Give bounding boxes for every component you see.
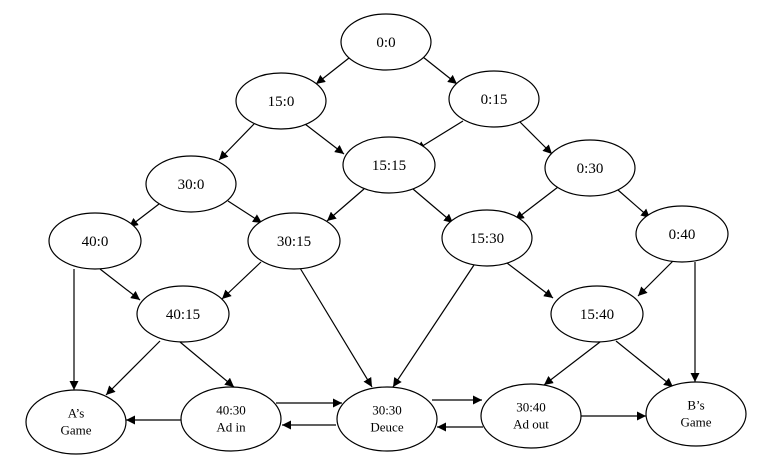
node-ellipse [441, 209, 533, 267]
edge-s1515-to-s3015 [326, 188, 365, 222]
edge-s300-to-s3015 [227, 200, 263, 224]
node-s1540: 15:40 [550, 285, 644, 343]
node-adout: 30:40 Ad out [480, 383, 582, 449]
node-label: 15:30 [470, 231, 504, 247]
node-s030: 0:30 [544, 139, 636, 197]
node-s1515: 15:15 [342, 136, 436, 194]
node-ellipse [480, 383, 582, 449]
node-label: 15:15 [372, 158, 406, 174]
edge-s4015-to-adin [179, 341, 235, 388]
node-label: 0:0 [376, 35, 395, 51]
node-s3015: 30:15 [247, 212, 341, 270]
edge-s3015-to-s4015 [221, 261, 262, 300]
node-ellipse [340, 13, 432, 71]
node-label: 30:0 [178, 177, 205, 193]
node-label: 30:40 [516, 400, 546, 415]
edge-s1540-to-adout [543, 341, 601, 386]
node-label: 30:30 [372, 403, 402, 418]
node-ellipse [550, 285, 644, 343]
node-label: Deuce [370, 420, 403, 435]
node-label: Ad in [216, 420, 246, 435]
node-label: A’s [68, 406, 85, 421]
nodes: 0:0 15:0 0:15 30:0 15:15 0:30 40:0 30:15 15:30 0:… [25, 13, 747, 455]
edge-s3015-to-deuce [299, 267, 373, 388]
node-s400: 40:0 [48, 212, 142, 270]
node-ellipse [336, 386, 438, 452]
node-ellipse [544, 139, 636, 197]
node-ellipse [136, 285, 230, 343]
node-s015: 0:15 [448, 70, 540, 128]
node-label: 40:30 [216, 403, 246, 418]
node-label: Game [60, 423, 91, 438]
node-label: 0:30 [577, 161, 604, 177]
edge-s300-to-s400 [128, 203, 160, 228]
node-label: 0:40 [669, 227, 696, 243]
node-ellipse [145, 155, 237, 213]
node-s00: 0:0 [340, 13, 432, 71]
edge-s1515-to-s1530 [412, 188, 454, 224]
node-s150: 15:0 [235, 72, 327, 130]
edge-s4015-to-agame [105, 340, 161, 396]
node-label: B’s [687, 398, 704, 413]
node-label: 40:15 [166, 307, 200, 323]
node-label: 15:40 [580, 307, 614, 323]
node-label: 0:15 [481, 92, 508, 108]
edge-s400-to-s4015 [99, 268, 141, 301]
node-ellipse [645, 381, 747, 447]
node-ellipse [448, 70, 540, 128]
edge-s1530-to-s1540 [506, 262, 554, 299]
node-ellipse [48, 212, 142, 270]
edge-s030-to-s1530 [514, 186, 559, 221]
node-ellipse [25, 389, 127, 455]
edge-s015-to-s030 [519, 121, 553, 155]
node-s1530: 15:30 [441, 209, 533, 267]
node-ellipse [247, 212, 341, 270]
node-ellipse [180, 386, 282, 452]
edge-s150-to-s1515 [304, 123, 345, 155]
node-ellipse [342, 136, 436, 194]
node-s300: 30:0 [145, 155, 237, 213]
node-label: Ad out [513, 417, 549, 432]
edge-s00-to-s015 [422, 56, 458, 85]
node-s040: 0:40 [635, 205, 729, 263]
edge-s00-to-s150 [315, 57, 350, 85]
node-label: 15:0 [268, 94, 295, 110]
node-label: 30:15 [277, 234, 311, 250]
edge-s1530-to-deuce [392, 264, 475, 388]
node-ellipse [235, 72, 327, 130]
edge-s040-to-s1540 [637, 260, 674, 297]
node-adin: 40:30 Ad in [180, 386, 282, 452]
edge-s150-to-s300 [218, 123, 255, 161]
node-label: 40:0 [82, 234, 109, 250]
edges [69, 56, 700, 432]
edge-s030-to-s040 [617, 189, 651, 219]
edge-s1540-to-bgame [615, 340, 674, 388]
node-label: Game [680, 415, 711, 430]
edge-s015-to-s1515 [415, 120, 464, 151]
node-ellipse [635, 205, 729, 263]
node-s4015: 40:15 [136, 285, 230, 343]
